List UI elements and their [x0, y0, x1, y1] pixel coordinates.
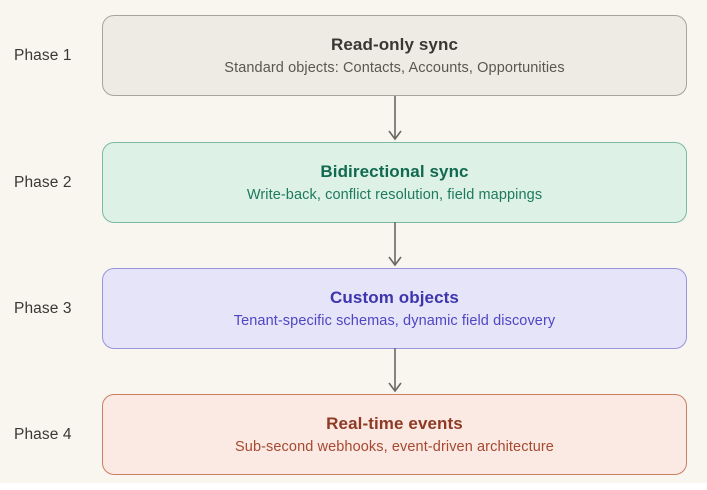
down-arrow-icon — [386, 222, 404, 268]
phase-1-title: Read-only sync — [330, 35, 459, 54]
phase-2-subtitle: Write-back, conflict resolution, field m… — [246, 187, 543, 203]
phase-4-label: Phase 4 — [14, 425, 72, 443]
phase-3-box: Custom objects Tenant-specific schemas, … — [102, 268, 687, 349]
phase-2-title: Bidirectional sync — [320, 162, 469, 181]
phase-4-box: Real-time events Sub-second webhooks, ev… — [102, 394, 687, 475]
phase-4-subtitle: Sub-second webhooks, event-driven archit… — [235, 439, 554, 455]
phase-2-box: Bidirectional sync Write-back, conflict … — [102, 142, 687, 223]
phase-1-box: Read-only sync Standard objects: Contact… — [102, 15, 687, 96]
phase-3-subtitle: Tenant-specific schemas, dynamic field d… — [233, 313, 556, 329]
phase-2-label: Phase 2 — [14, 173, 72, 191]
phase-row-4: Phase 4 Real-time events Sub-second webh… — [0, 394, 707, 475]
phase-4-title: Real-time events — [326, 414, 463, 433]
down-arrow-icon — [386, 96, 404, 142]
phase-row-2: Phase 2 Bidirectional sync Write-back, c… — [0, 142, 707, 223]
down-arrow-icon — [386, 348, 404, 394]
phase-row-1: Phase 1 Read-only sync Standard objects:… — [0, 15, 707, 96]
phase-row-3: Phase 3 Custom objects Tenant-specific s… — [0, 268, 707, 349]
phase-3-title: Custom objects — [330, 288, 459, 307]
phase-1-subtitle: Standard objects: Contacts, Accounts, Op… — [224, 60, 565, 76]
phase-3-label: Phase 3 — [14, 299, 72, 317]
phase-1-label: Phase 1 — [14, 46, 72, 64]
